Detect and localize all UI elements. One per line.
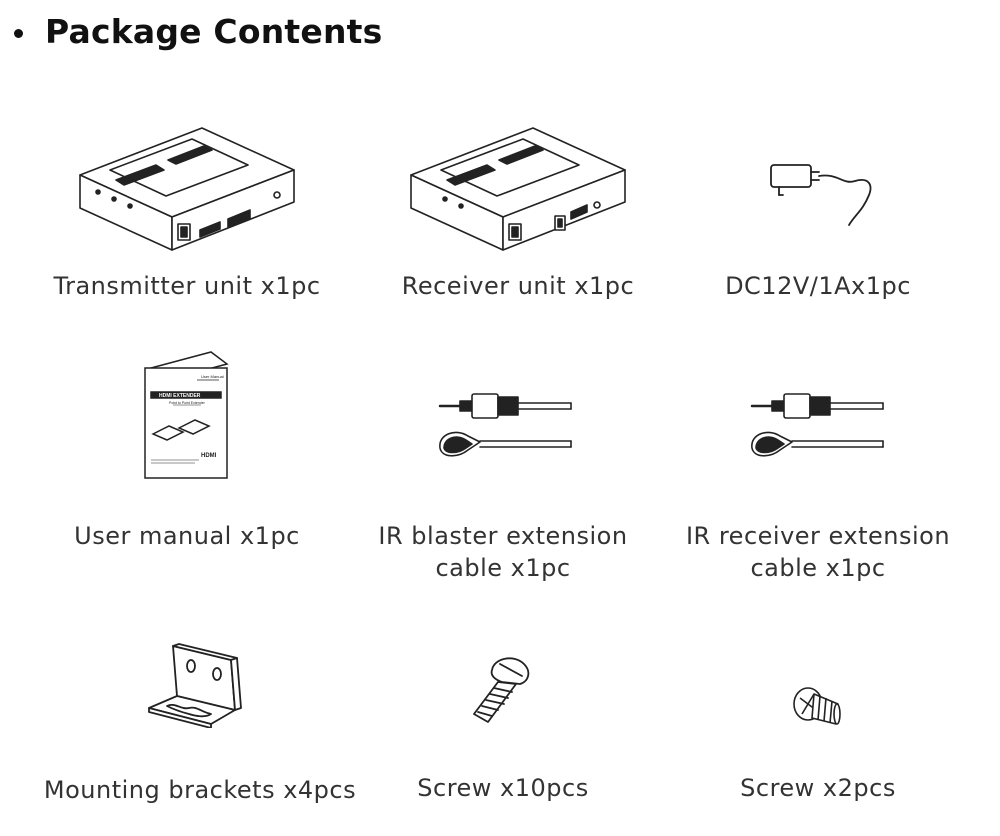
item-label-line1: IR blaster extension <box>378 522 628 550</box>
item-label: User manual x1pc <box>74 522 300 550</box>
manual-header-text: User Manual <box>201 374 224 379</box>
item-label: Screw x2pcs <box>740 774 896 802</box>
item-label: Transmitter unit x1pc <box>53 272 321 300</box>
item-label-line2: cable x1pc <box>435 554 571 582</box>
page-title: Package Contents <box>45 12 383 51</box>
item-label-line2: cable x1pc <box>750 554 886 582</box>
receiver-unit-icon <box>403 120 633 260</box>
manual-logo-text: HDMI <box>201 453 217 459</box>
item-label-line1: IR receiver extension <box>685 522 951 550</box>
item-receiver-unit: Receiver unit x1pc <box>358 110 678 310</box>
manual-title-text: HDMI EXTENDER <box>159 393 201 399</box>
item-label: DC12V/1Ax1pc <box>725 272 911 300</box>
ir-receiver-cable-icon <box>750 386 890 476</box>
mounting-bracket-icon <box>145 638 255 728</box>
item-label: Mounting brackets x4pcs <box>43 776 357 804</box>
item-user-manual: User Manual HDMI EXTENDER Point to Point… <box>27 350 347 560</box>
screw-icon <box>468 652 538 732</box>
user-manual-icon: User Manual HDMI EXTENDER Point to Point… <box>139 350 235 485</box>
small-screw-icon <box>788 680 848 740</box>
item-label: Receiver unit x1pc <box>401 272 635 300</box>
ir-blaster-cable-icon <box>438 386 578 476</box>
item-small-screw: Screw x2pcs <box>658 630 978 820</box>
item-label: Screw x10pcs <box>417 774 589 802</box>
item-transmitter-unit: Transmitter unit x1pc <box>27 110 347 310</box>
transmitter-unit-icon <box>72 120 302 260</box>
item-power-adapter: DC12V/1Ax1pc <box>658 110 978 310</box>
bullet-dot-icon <box>14 29 23 38</box>
power-adapter-icon <box>763 155 893 235</box>
item-screw: Screw x10pcs <box>343 630 663 820</box>
item-ir-receiver-cable: IR receiver extension cable x1pc <box>658 350 978 590</box>
item-mounting-bracket: Mounting brackets x4pcs <box>40 630 360 820</box>
manual-subtitle-text: Point to Point Extender <box>169 401 206 405</box>
page-heading: Package Contents <box>14 12 383 51</box>
item-ir-blaster-cable: IR blaster extension cable x1pc <box>343 350 663 590</box>
